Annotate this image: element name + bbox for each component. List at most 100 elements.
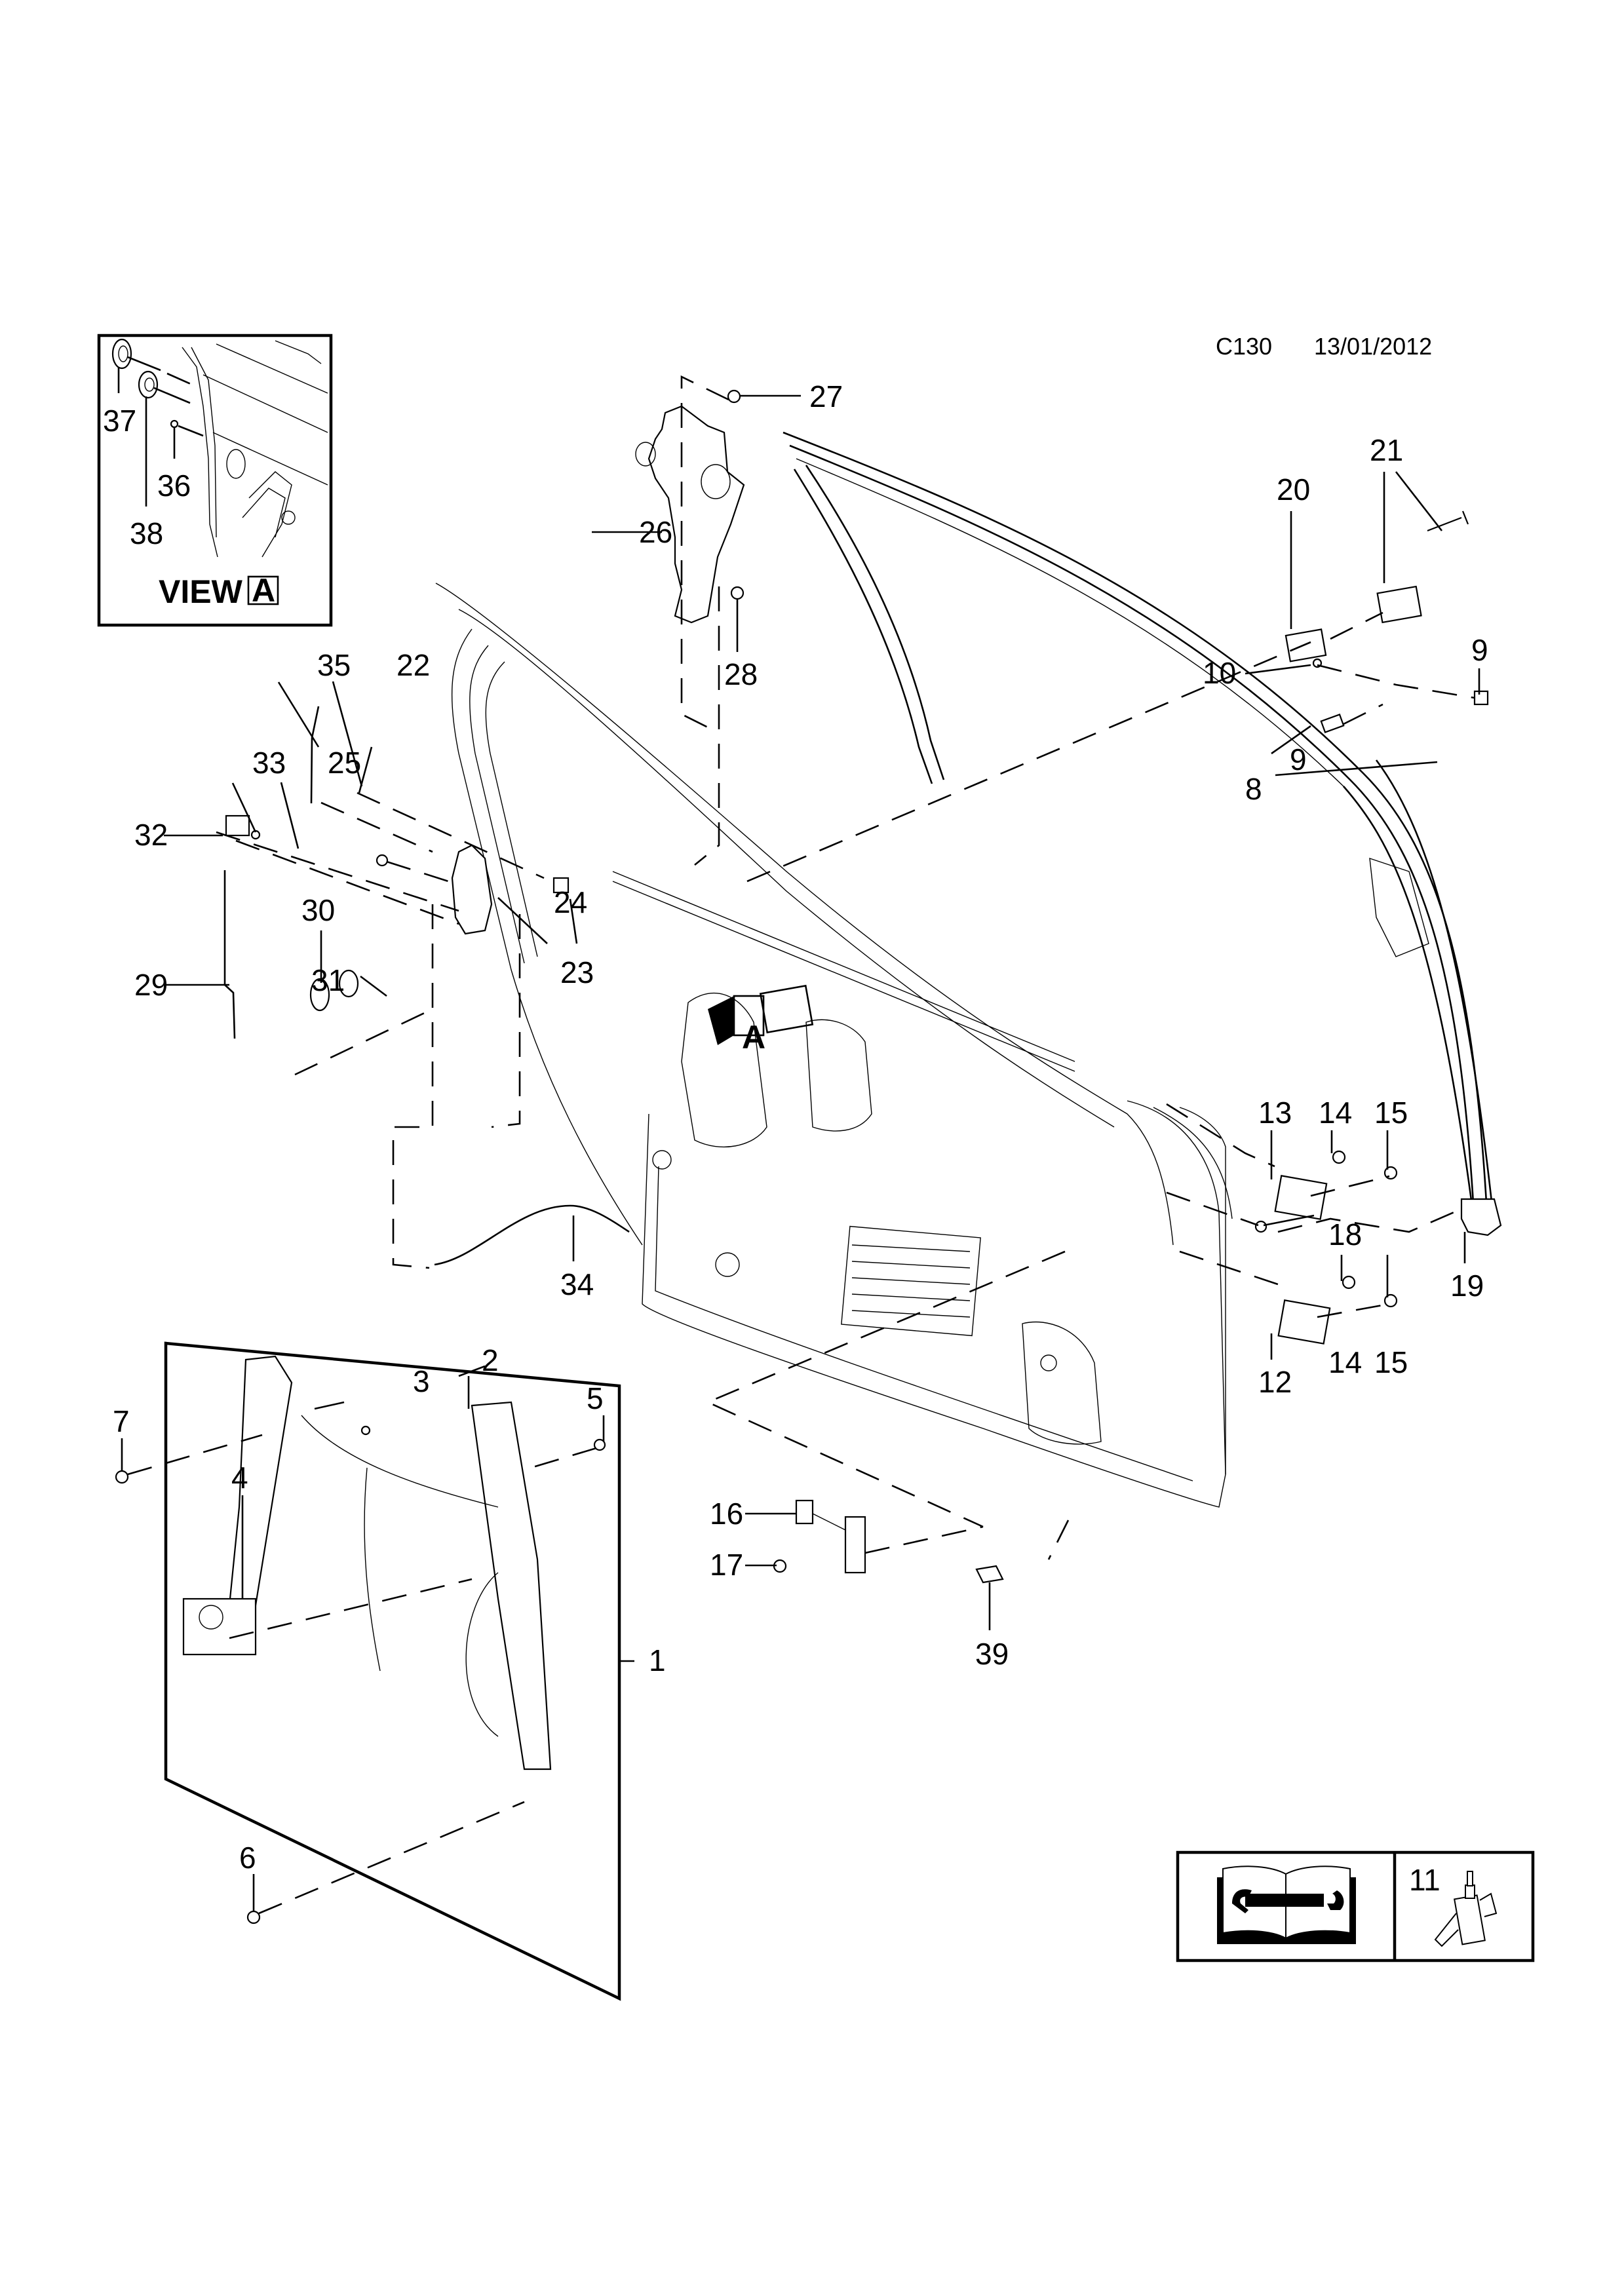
screw-27[interactable] <box>727 389 741 404</box>
clip-9-upper[interactable] <box>1473 690 1489 706</box>
callout-labels: 26 27 28 20 21 10 9 9 8 13 14 15 18 14 1… <box>113 379 1488 1875</box>
view-letter-box <box>247 575 279 605</box>
callout-18: 18 <box>1328 1217 1362 1252</box>
screw-28[interactable] <box>730 586 744 600</box>
cable-34[interactable] <box>434 1204 630 1266</box>
view-letter: A <box>252 572 275 609</box>
view-title: VIEW <box>159 573 243 610</box>
upper-hinge-13[interactable] <box>1274 1175 1328 1220</box>
callout-16: 16 <box>710 1497 743 1531</box>
callout-27: 27 <box>809 379 843 413</box>
door-check-body[interactable] <box>844 1516 866 1574</box>
callout-19: 19 <box>1450 1269 1484 1303</box>
regulator-rail-rear <box>471 1401 552 1770</box>
window-regulator-1[interactable] <box>115 1341 621 2001</box>
callout-37: 37 <box>103 404 136 438</box>
mirror-bracket-26[interactable] <box>635 405 745 624</box>
callout-14-lower: 14 <box>1328 1345 1362 1379</box>
connector-21[interactable] <box>1376 585 1422 624</box>
rod-29[interactable] <box>223 870 236 1039</box>
callout-35: 35 <box>317 648 351 682</box>
callout-12: 12 <box>1258 1365 1292 1399</box>
callout-2: 2 <box>482 1343 499 1377</box>
callout-5: 5 <box>587 1381 604 1415</box>
rod-35[interactable] <box>310 706 320 804</box>
screw-3[interactable] <box>360 1425 371 1436</box>
grommet-30[interactable] <box>309 978 330 1012</box>
diagram-date: 13/01/2012 <box>1314 333 1432 360</box>
callout-10: 10 <box>1203 656 1236 690</box>
callout-36: 36 <box>157 469 191 503</box>
door-check-stop-16[interactable] <box>795 1499 814 1525</box>
callout-31: 31 <box>311 963 345 997</box>
connector-24[interactable] <box>552 877 570 894</box>
regulator-motor-4[interactable] <box>182 1598 257 1656</box>
adhesive-ref-number: 11 <box>1409 1863 1440 1897</box>
bolt-5[interactable] <box>593 1438 606 1451</box>
callout-22: 22 <box>396 648 430 682</box>
bolt-14-lower[interactable] <box>1342 1275 1356 1290</box>
legend-frame <box>1176 1850 1535 1962</box>
grommet-37[interactable] <box>111 338 132 370</box>
bolt-6[interactable] <box>246 1910 261 1924</box>
callout-30: 30 <box>301 893 335 927</box>
door-lock-23[interactable] <box>451 844 493 935</box>
repair-manual-wrench-icon <box>1217 1866 1356 1944</box>
lock-catch-32[interactable] <box>225 814 250 837</box>
striker-cover-19[interactable] <box>1460 1198 1502 1236</box>
callout-7: 7 <box>113 1404 130 1438</box>
callout-33: 33 <box>252 746 286 780</box>
callout-1: 1 <box>649 1643 666 1677</box>
inset-frame <box>97 334 333 627</box>
callout-25: 25 <box>328 746 361 780</box>
leader-lines <box>121 394 1480 1912</box>
callout-17: 17 <box>710 1548 743 1582</box>
callout-6: 6 <box>239 1841 256 1875</box>
callout-26: 26 <box>639 515 672 549</box>
callout-8: 8 <box>1245 772 1262 806</box>
callout-28: 28 <box>724 657 758 691</box>
callout-32: 32 <box>134 818 168 852</box>
callout-15-upper: 15 <box>1374 1096 1408 1130</box>
inset-door-detail <box>182 340 328 558</box>
nut-18[interactable] <box>1254 1220 1267 1233</box>
grommet-38[interactable] <box>138 370 159 399</box>
door-shell: A <box>435 583 1233 1508</box>
callout-9-lower: 9 <box>1290 742 1307 776</box>
callout-3: 3 <box>413 1364 430 1398</box>
callout-23: 23 <box>560 955 594 989</box>
callout-39: 39 <box>975 1637 1009 1671</box>
bolt-7[interactable] <box>115 1470 129 1484</box>
callout-21: 21 <box>1370 433 1403 467</box>
window-channel-8[interactable] <box>783 431 1496 1227</box>
callout-9-upper: 9 <box>1471 633 1488 667</box>
callout-20: 20 <box>1277 472 1310 507</box>
view-a-marker-arrow <box>708 996 734 1045</box>
grommet-31[interactable] <box>338 969 359 998</box>
door-view-marker-letter: A <box>742 1019 765 1056</box>
callout-14-upper: 14 <box>1319 1096 1352 1130</box>
callout-13: 13 <box>1258 1096 1292 1130</box>
pin-36[interactable] <box>170 419 179 429</box>
plug-39[interactable] <box>975 1565 1004 1584</box>
callout-38: 38 <box>130 516 163 550</box>
screw-25[interactable] <box>376 854 389 867</box>
bolt-15-lower[interactable] <box>1383 1293 1398 1308</box>
adhesive-bottle-icon <box>1434 1871 1498 1947</box>
callout-15-lower: 15 <box>1374 1345 1408 1379</box>
connector-20[interactable] <box>1285 628 1327 662</box>
callout-24: 24 <box>554 885 587 919</box>
lower-hinge-12[interactable] <box>1277 1299 1331 1345</box>
diagram-code: C130 <box>1216 333 1272 360</box>
bolt-14-upper[interactable] <box>1332 1150 1346 1164</box>
regulator-panel-frame <box>164 1341 621 2001</box>
callout-34: 34 <box>560 1267 594 1301</box>
clip-9-lower[interactable] <box>1320 714 1345 733</box>
callout-29: 29 <box>134 968 168 1002</box>
view-a-inset: 37 38 36 VIEW A <box>97 334 333 627</box>
pin-21[interactable] <box>1427 510 1469 532</box>
assembly-lines <box>127 375 1475 1915</box>
legend-box: 11 <box>1176 1850 1535 1962</box>
callout-4: 4 <box>231 1461 248 1495</box>
